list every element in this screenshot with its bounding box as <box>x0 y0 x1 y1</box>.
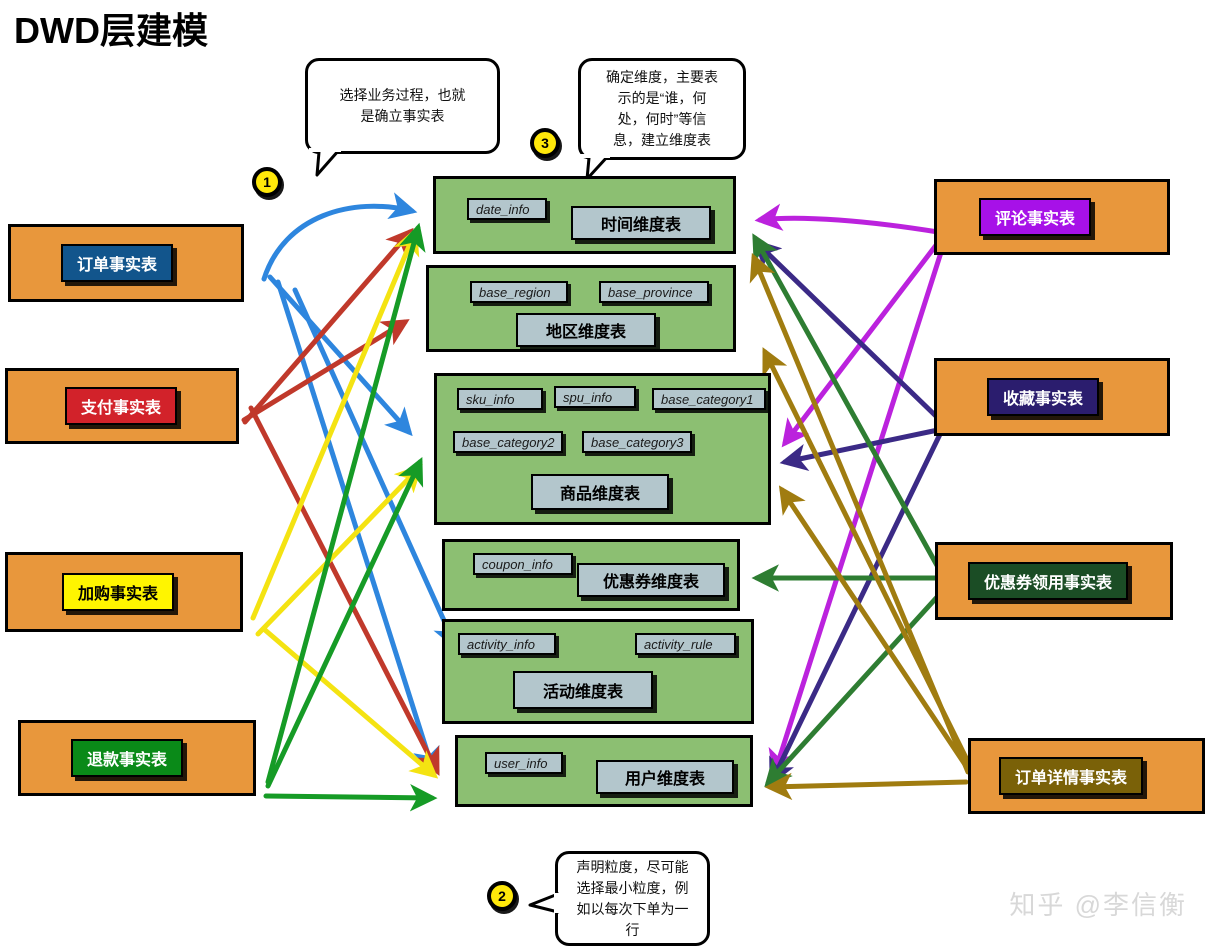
src-chip-spu-info: spu_info <box>554 386 636 408</box>
fact-card-comment[interactable]: 评论事实表 <box>934 179 1170 255</box>
src-chip-user-info: user_info <box>485 752 563 774</box>
src-chip-base-region: base_region <box>470 281 568 303</box>
arrow-order-to-product <box>267 274 413 437</box>
src-chip-date-info: date_info <box>467 198 547 220</box>
arrow-comment-to-user <box>768 240 947 778</box>
callout-1-tail <box>309 148 341 177</box>
fact-label-payment: 支付事实表 <box>65 387 178 425</box>
src-chip-activity-info: activity_info <box>458 633 556 655</box>
dim-card-product[interactable]: sku_info spu_info base_category1 base_ca… <box>434 373 771 525</box>
src-chip-sku-info: sku_info <box>457 388 543 410</box>
step-badge-3: 3 <box>530 128 560 158</box>
callout-select-business-process: 选择业务过程，也就 是确立事实表 <box>305 58 500 154</box>
arrow-refund-to-time <box>265 222 426 785</box>
src-chip-activity-rule: activity_rule <box>635 633 736 655</box>
dim-card-region[interactable]: base_region base_province 地区维度表 <box>426 265 736 352</box>
arrow-refund-to-product <box>265 457 424 789</box>
fact-label-coupon-claim: 优惠券领用事实表 <box>968 562 1129 600</box>
fact-card-coupon-claim[interactable]: 优惠券领用事实表 <box>935 542 1173 620</box>
arrow-payment-to-user <box>248 405 440 776</box>
fact-label-order: 订单事实表 <box>61 244 174 282</box>
arrow-coupon-to-time <box>752 233 947 581</box>
dim-card-user[interactable]: user_info 用户维度表 <box>455 735 753 807</box>
page-title: DWD层建模 <box>14 10 208 51</box>
fact-label-refund: 退款事实表 <box>71 739 184 777</box>
dim-title-activity: 活动维度表 <box>513 671 653 709</box>
arrow-payment-to-region <box>241 319 410 423</box>
src-chip-base-category2: base_category2 <box>453 431 563 453</box>
src-chip-base-category3: base_category3 <box>582 431 692 453</box>
fact-card-refund[interactable]: 退款事实表 <box>18 720 256 796</box>
arrow-cart-to-user <box>262 627 439 779</box>
arrow-odetail-to-product <box>778 485 975 778</box>
dim-card-coupon[interactable]: coupon_info 优惠券维度表 <box>442 539 740 611</box>
fact-label-cart: 加购事实表 <box>62 573 175 611</box>
src-chip-base-category1: base_category1 <box>652 388 766 410</box>
arrow-coupon-to-user <box>764 582 951 788</box>
arrow-favorite-to-user <box>769 423 947 786</box>
step-badge-2: 2 <box>487 881 517 911</box>
arrow-refund-to-user <box>263 783 438 812</box>
fact-label-comment: 评论事实表 <box>979 198 1092 236</box>
step-badge-1: 1 <box>252 167 282 197</box>
arrow-favorite-to-time <box>753 239 943 423</box>
dim-title-user: 用户维度表 <box>596 760 734 794</box>
arrow-cart-to-time <box>250 226 420 621</box>
fact-card-favorite[interactable]: 收藏事实表 <box>934 358 1170 436</box>
callout-2-tail <box>528 892 562 914</box>
fact-label-order-detail: 订单详情事实表 <box>999 757 1144 795</box>
arrow-order-to-user <box>275 279 440 776</box>
dim-title-region: 地区维度表 <box>516 313 656 347</box>
arrow-favorite-to-product <box>779 427 941 471</box>
callout-declare-granularity: 声明粒度，尽可能 选择最小粒度，例 如以每次下单为一 行 <box>555 851 710 946</box>
dim-title-product: 商品维度表 <box>531 474 669 510</box>
arrow-comment-to-product <box>781 237 943 448</box>
arrow-payment-to-time <box>242 227 414 425</box>
src-chip-coupon-info: coupon_info <box>473 553 573 575</box>
callout-define-dimensions: 确定维度，主要表 示的是“谁，何 处，何时”等信 息，建立维度表 <box>578 58 746 160</box>
dim-card-time[interactable]: date_info 时间维度表 <box>433 176 736 254</box>
dim-title-time: 时间维度表 <box>571 206 711 240</box>
fact-card-cart[interactable]: 加购事实表 <box>5 552 243 632</box>
watermark: 知乎 @李信衡 <box>1009 890 1187 920</box>
arrow-order-to-time <box>261 192 418 282</box>
fact-card-order-detail[interactable]: 订单详情事实表 <box>968 738 1205 814</box>
fact-card-payment[interactable]: 支付事实表 <box>5 368 239 444</box>
arrow-cart-to-product <box>255 464 423 637</box>
fact-label-favorite: 收藏事实表 <box>987 378 1100 416</box>
dim-card-activity[interactable]: activity_info activity_rule 活动维度表 <box>442 619 754 724</box>
fact-card-order[interactable]: 订单事实表 <box>8 224 244 302</box>
src-chip-base-province: base_province <box>599 281 709 303</box>
arrow-odetail-to-user <box>764 772 969 801</box>
arrow-comment-to-time <box>754 203 941 235</box>
arrow-odetail-to-time <box>749 252 971 775</box>
dim-title-coupon: 优惠券维度表 <box>577 563 725 597</box>
